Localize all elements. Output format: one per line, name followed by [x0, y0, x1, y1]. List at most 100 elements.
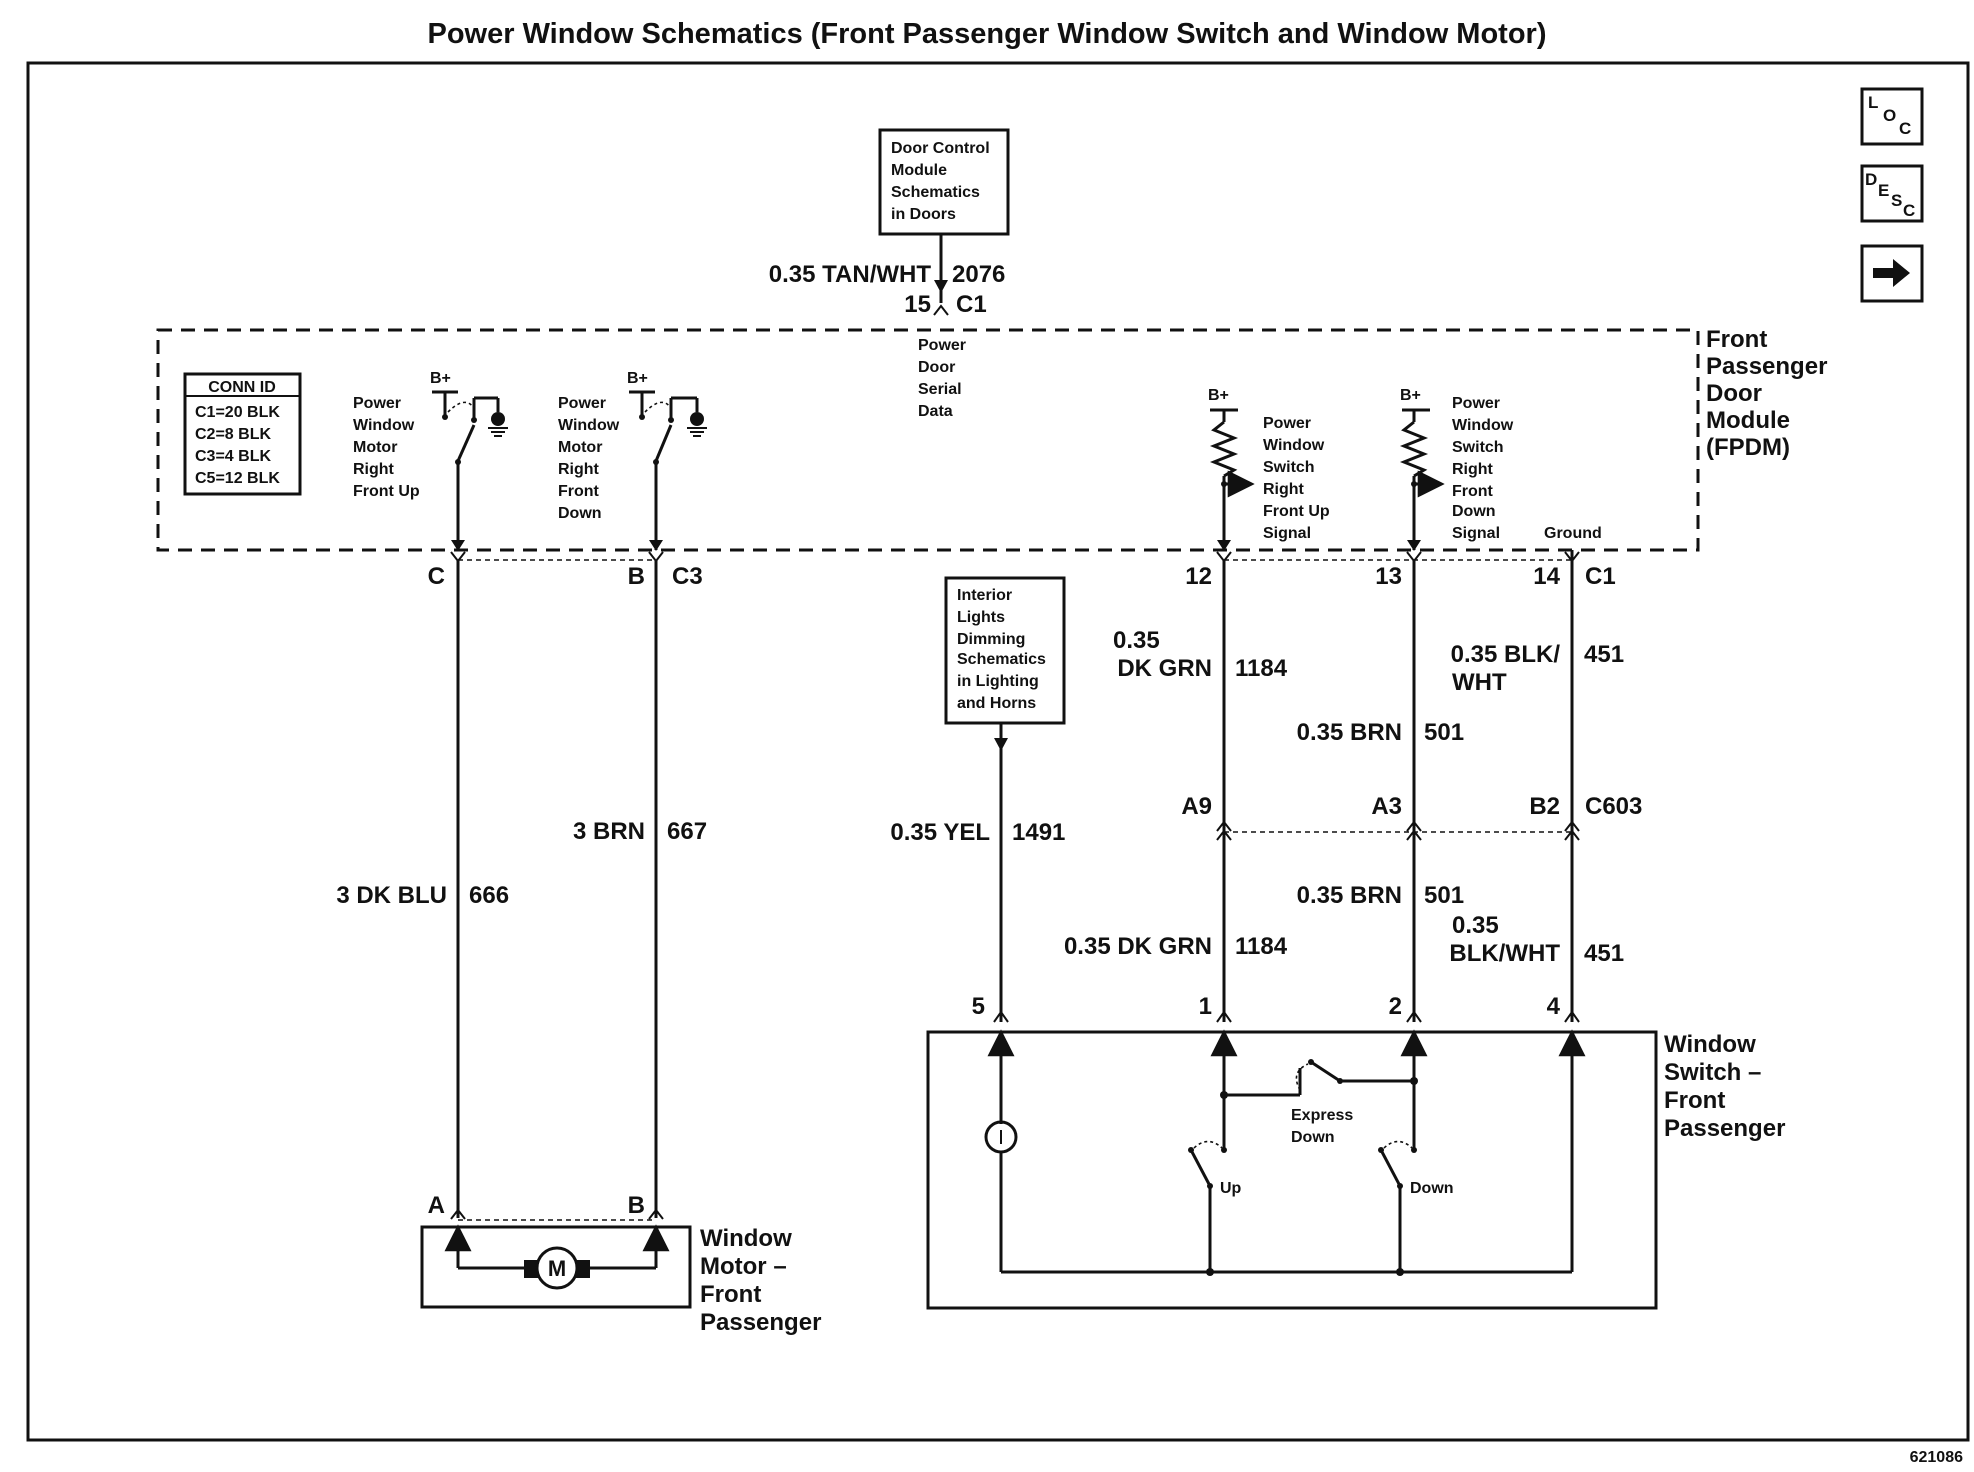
pin-a9-label: A9: [1181, 793, 1212, 820]
wire-1184-color-upper: DK GRN: [1117, 655, 1212, 682]
page-title: Power Window Schematics (Front Passenger…: [427, 18, 1546, 50]
pin-b-label: B: [628, 563, 645, 590]
svg-text:and Horns: and Horns: [957, 695, 1036, 712]
svg-text:in Lighting: in Lighting: [957, 673, 1039, 690]
motor-symbol: M: [548, 1256, 566, 1281]
desc-letter-c: C: [1903, 201, 1915, 220]
c1-connector-name-top: C1: [956, 291, 987, 318]
switch-pin-5-terminal: [993, 1010, 1009, 1023]
svg-text:in Doors: in Doors: [891, 206, 956, 223]
wire-501-color-lower: 0.35 BRN: [1297, 882, 1402, 909]
svg-text:Front: Front: [1664, 1087, 1725, 1114]
svg-text:Window: Window: [1452, 417, 1514, 434]
svg-text:Power: Power: [558, 395, 606, 412]
loc-button[interactable]: L O C: [1860, 87, 1924, 146]
pin-12-label: 12: [1185, 563, 1212, 590]
svg-text:Down: Down: [1452, 503, 1496, 520]
svg-text:Window: Window: [558, 417, 620, 434]
pin-13-label: 13: [1375, 563, 1402, 590]
wire-666-circuit: 666: [469, 882, 509, 909]
wire-1491-color: 0.35 YEL: [890, 819, 990, 846]
next-arrow-button[interactable]: [1860, 244, 1924, 303]
wire-501-circuit-lower: 501: [1424, 882, 1464, 909]
wire-451-color-upper: 0.35 BLK/: [1451, 641, 1561, 668]
svg-text:Window: Window: [353, 417, 415, 434]
resistor-icon: [1399, 420, 1429, 478]
wire-1184-circuit-lower: 1184: [1235, 933, 1288, 960]
loc-letter-c: C: [1899, 119, 1911, 138]
switch-pin-1-label: 1: [1199, 993, 1212, 1020]
wire-451-color-upper-2: WHT: [1452, 669, 1507, 696]
svg-text:Switch: Switch: [1263, 459, 1315, 476]
right-arrow-icon: [1873, 259, 1910, 287]
dimming-arrow-icon: [994, 738, 1008, 751]
window-motor-component: M: [420, 1224, 692, 1309]
motor-pin-b-label: B: [628, 1192, 645, 1219]
c603-b2-terminal: [1564, 820, 1580, 832]
conn-id-row: C5=12 BLK: [195, 470, 280, 487]
svg-text:Power: Power: [918, 337, 966, 354]
svg-text:Data: Data: [918, 403, 953, 420]
wire-1184-gauge-upper: 0.35: [1113, 627, 1160, 654]
wire-1491-circuit: 1491: [1012, 819, 1065, 846]
interior-lights-ref[interactable]: Interior Lights Dimming Schematics in Li…: [944, 576, 1066, 725]
svg-text:Signal: Signal: [1263, 525, 1311, 542]
signal-switch-up: B+ Power Window Switch Right Front Up Si…: [1208, 387, 1330, 551]
desc-button[interactable]: D E S C: [1860, 164, 1924, 223]
motor-pin-a-label: A: [428, 1192, 445, 1219]
wire-451-circuit-upper: 451: [1584, 641, 1624, 668]
wire-451-gauge-lower: 0.35: [1452, 912, 1499, 939]
serial-wire-circuit: 2076: [952, 261, 1005, 288]
svg-text:Module: Module: [891, 162, 947, 179]
svg-text:Schematics: Schematics: [957, 651, 1046, 668]
svg-text:Switch –: Switch –: [1664, 1059, 1761, 1086]
door-control-module-ref[interactable]: Door Control Module Schematics in Doors: [878, 128, 1010, 236]
loc-letter-l: L: [1868, 93, 1878, 112]
bplus-label: B+: [1400, 387, 1421, 404]
svg-text:Front: Front: [1452, 483, 1494, 500]
svg-text:Power: Power: [1452, 395, 1500, 412]
switch-pin-1-terminal: [1216, 1010, 1232, 1023]
express-down-label: Express: [1291, 1107, 1353, 1124]
wire-1184-circuit-upper: 1184: [1235, 655, 1288, 682]
ground-symbol-icon: [690, 412, 704, 426]
svg-text:Right: Right: [558, 461, 600, 478]
conn-id-row: C1=20 BLK: [195, 404, 280, 421]
wire-1184-color-lower: 0.35 DK GRN: [1064, 933, 1212, 960]
conn-id-table: CONN ID C1=20 BLK C2=8 BLK C3=4 BLK C5=1…: [183, 372, 302, 496]
relay-motor-down: Power Window Motor Right Front Down B+: [558, 370, 707, 551]
fpdm-label: Front Passenger Door Module (FPDM): [1706, 326, 1827, 461]
relay-motor-up: Power Window Motor Right Front Up B+: [353, 370, 508, 551]
svg-text:Door: Door: [918, 359, 955, 376]
svg-text:Window: Window: [1263, 437, 1325, 454]
c1-15-terminal-icon: [933, 304, 949, 316]
conn-id-row: C2=8 BLK: [195, 426, 271, 443]
svg-text:Motor –: Motor –: [700, 1253, 787, 1280]
svg-text:Window: Window: [700, 1225, 792, 1252]
up-switch-label: Up: [1220, 1180, 1242, 1197]
figure-number: 621086: [1910, 1449, 1963, 1466]
window-switch-component: Express Down Up Down: [926, 1029, 1658, 1310]
switch-pin-5-label: 5: [972, 993, 985, 1020]
motor-icon: [535, 1246, 579, 1290]
svg-text:Door: Door: [1706, 380, 1762, 407]
svg-text:Passenger: Passenger: [700, 1309, 821, 1336]
svg-text:Front: Front: [1706, 326, 1767, 353]
svg-text:Power: Power: [1263, 415, 1311, 432]
svg-text:Serial: Serial: [918, 381, 962, 398]
window-motor-label: Window Motor – Front Passenger: [700, 1225, 821, 1336]
conn-id-header: CONN ID: [208, 379, 276, 396]
svg-text:Front Up: Front Up: [1263, 503, 1330, 520]
ground-label: Ground: [1544, 525, 1602, 542]
wire-666-color: 3 DK BLU: [336, 882, 447, 909]
svg-text:Right: Right: [1452, 461, 1494, 478]
conn-id-row: C3=4 BLK: [195, 448, 271, 465]
svg-text:Right: Right: [353, 461, 395, 478]
svg-text:Lights: Lights: [957, 609, 1005, 626]
fpdm-module-boundary: [156, 328, 1700, 552]
window-switch-label: Window Switch – Front Passenger: [1664, 1031, 1785, 1142]
c603-a9-terminal: [1216, 820, 1232, 832]
switch-pin-4-terminal: [1564, 1010, 1580, 1023]
wire-667-color: 3 BRN: [573, 818, 645, 845]
